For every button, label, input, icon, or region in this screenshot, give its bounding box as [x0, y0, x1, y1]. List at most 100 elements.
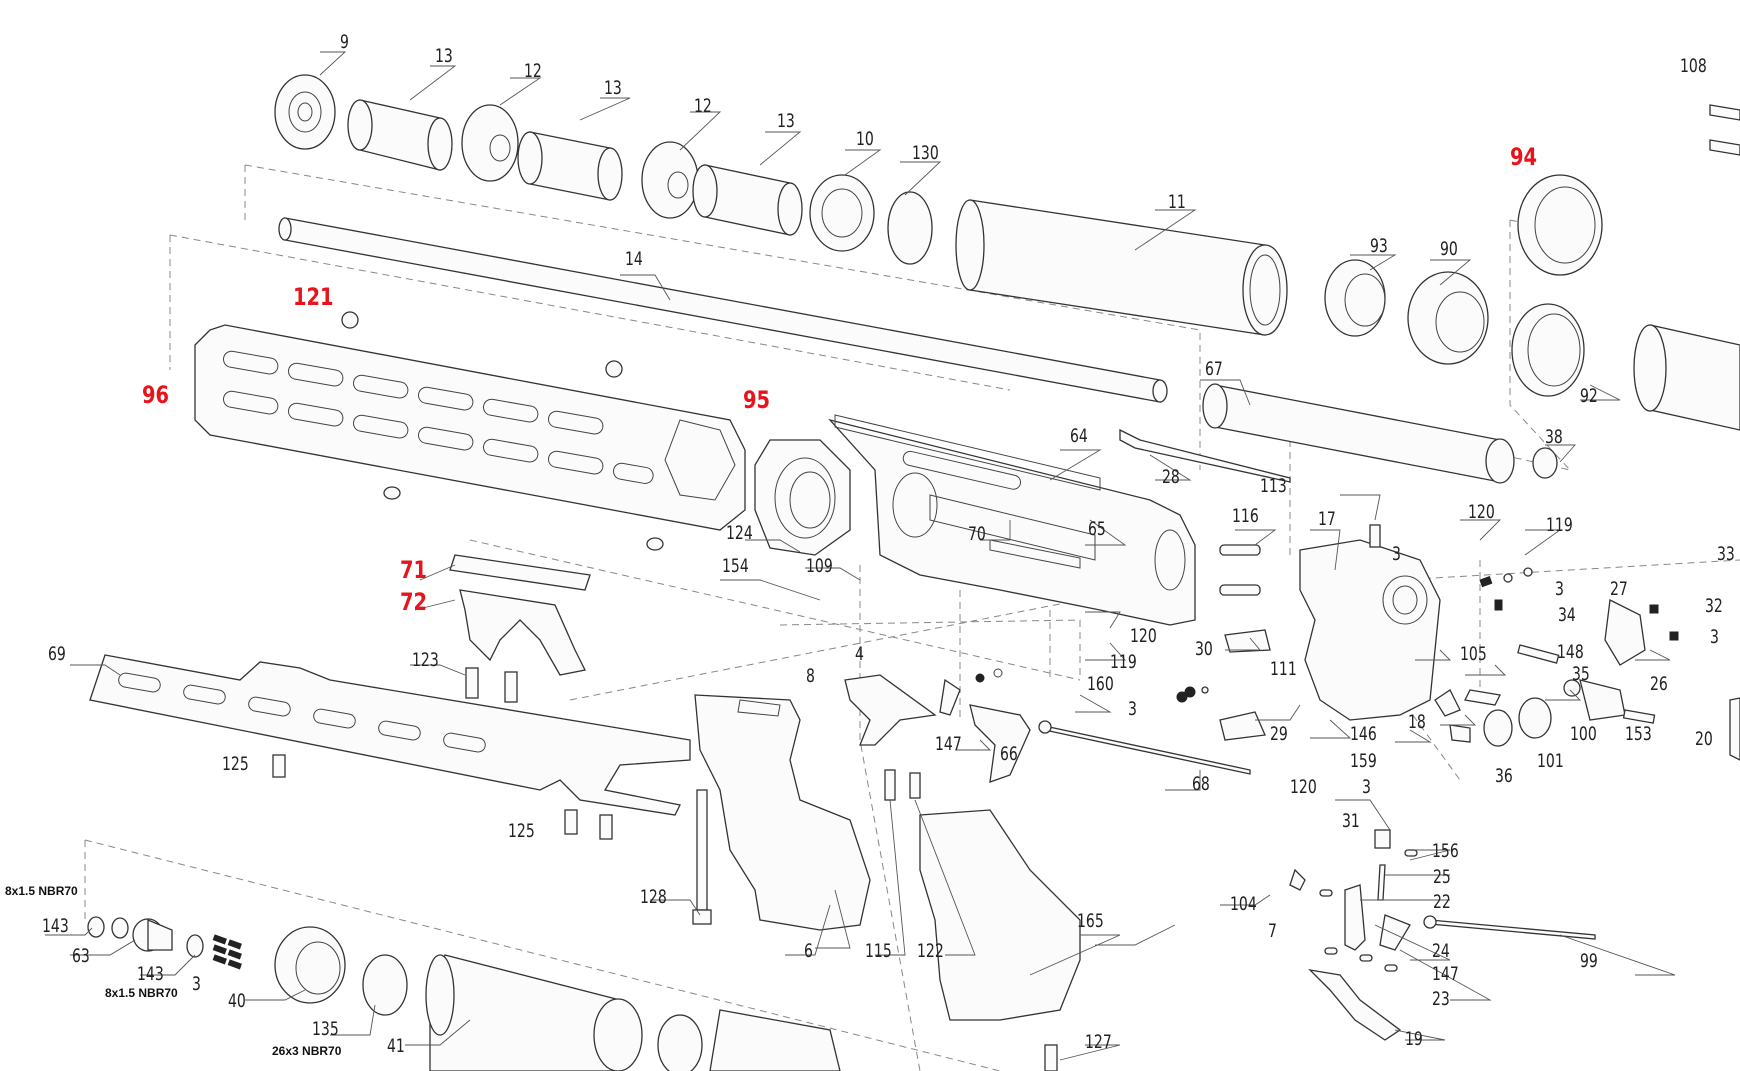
part-label: 125: [222, 753, 249, 775]
oring-spec-note: 8x1.5 NBR70: [105, 986, 178, 1000]
part-label: 104: [1230, 893, 1257, 915]
part-label: 19: [1405, 1028, 1423, 1050]
part-label: 99: [1580, 950, 1598, 972]
part-label-highlighted: 72: [400, 588, 428, 616]
part-label: 123: [412, 649, 439, 671]
part-label: 35: [1572, 663, 1590, 685]
part-label: 165: [1077, 910, 1104, 932]
part-label: 22: [1433, 891, 1451, 913]
part-label: 93: [1370, 235, 1388, 257]
part-label: 6: [804, 940, 813, 962]
air-tube-67: [1202, 383, 1558, 484]
part-label: 116: [1232, 505, 1259, 527]
part-label: 66: [1000, 743, 1018, 765]
part-label: 33: [1717, 543, 1735, 565]
butt-grip-165: [919, 809, 1081, 1071]
part-label: 105: [1460, 643, 1487, 665]
part-label: 125: [508, 820, 535, 842]
part-label: 101: [1537, 750, 1564, 772]
part-label: 143: [137, 963, 164, 985]
part-label: 18: [1408, 711, 1426, 733]
part-label: 69: [48, 643, 66, 665]
part-label: 40: [228, 990, 246, 1012]
part-label: 26: [1650, 673, 1668, 695]
part-label: 159: [1350, 750, 1377, 772]
part-label: 27: [1610, 578, 1628, 600]
part-label: 160: [1087, 673, 1114, 695]
part-label: 147: [935, 733, 962, 755]
part-label: 7: [1268, 920, 1277, 942]
part-label: 90: [1440, 238, 1458, 260]
grip-6: [694, 694, 871, 931]
part-label: 3: [192, 973, 201, 995]
part-label: 28: [1162, 466, 1180, 488]
receiver-64: [828, 414, 1196, 626]
leader-lines: [45, 51, 1676, 1061]
part-label: 65: [1088, 518, 1106, 540]
part-label: 148: [1557, 641, 1584, 663]
part-label: 9: [340, 31, 349, 53]
part-label: 13: [604, 77, 622, 99]
part-label: 34: [1558, 604, 1576, 626]
part-label: 108: [1680, 55, 1707, 77]
part-label: 25: [1433, 866, 1451, 888]
part-label: 3: [1710, 626, 1719, 648]
part-label: 8: [806, 665, 815, 687]
part-label: 154: [722, 555, 749, 577]
small-parts-right: [1176, 567, 1740, 761]
part-label: 68: [1192, 773, 1210, 795]
part-label: 14: [625, 248, 643, 270]
part-label: 113: [1260, 475, 1287, 497]
part-label-highlighted: 71: [400, 556, 428, 584]
part-label: 135: [312, 1018, 339, 1040]
part-label: 32: [1705, 595, 1723, 617]
part-label: 17: [1318, 508, 1336, 530]
part-label: 38: [1545, 426, 1563, 448]
trigger-linkage: [1289, 829, 1596, 1041]
part-label: 30: [1195, 638, 1213, 660]
part-label: 20: [1695, 728, 1713, 750]
part-label: 31: [1342, 810, 1360, 832]
silencer-assembly: [274, 74, 1288, 336]
part-label-highlighted: 121: [293, 283, 334, 311]
part-label: 23: [1432, 988, 1450, 1010]
part-label: 12: [694, 95, 712, 117]
part-label: 100: [1570, 723, 1597, 745]
adapter-ring-95: [754, 439, 851, 556]
screws-grip: [692, 769, 921, 925]
part-label: 13: [435, 45, 453, 67]
part-label: 70: [968, 523, 986, 545]
part-label: 10: [856, 128, 874, 150]
part-label: 147: [1432, 963, 1459, 985]
part-label-highlighted: 94: [1510, 143, 1538, 171]
part-label: 36: [1495, 765, 1513, 787]
part-label: 124: [726, 522, 753, 544]
part-label: 120: [1290, 776, 1317, 798]
part-label: 67: [1205, 358, 1223, 380]
part-label: 143: [42, 915, 69, 937]
part-label: 120: [1130, 625, 1157, 647]
part-label: 41: [387, 1035, 405, 1057]
part-label: 24: [1432, 940, 1450, 962]
receiver-rings: [1324, 104, 1740, 431]
valve-assembly: [87, 916, 841, 1071]
part-label: 11: [1168, 191, 1186, 213]
part-label: 120: [1468, 501, 1495, 523]
part-label-highlighted: 95: [743, 386, 771, 414]
part-label: 130: [912, 142, 939, 164]
chassis-69: [89, 654, 691, 840]
part-label: 3: [1128, 698, 1137, 720]
handguard-96: [194, 311, 746, 551]
part-label: 3: [1362, 776, 1371, 798]
part-label: 122: [917, 940, 944, 962]
part-label: 109: [806, 555, 833, 577]
oring-spec-note: 26x3 NBR70: [272, 1044, 342, 1058]
part-label: 127: [1085, 1031, 1112, 1053]
part-label: 63: [72, 945, 90, 967]
part-label: 146: [1350, 723, 1377, 745]
oring-spec-note: 8x1.5 NBR70: [5, 884, 78, 898]
part-label: 153: [1625, 723, 1652, 745]
part-label: 119: [1110, 651, 1137, 673]
part-label: 12: [524, 60, 542, 82]
